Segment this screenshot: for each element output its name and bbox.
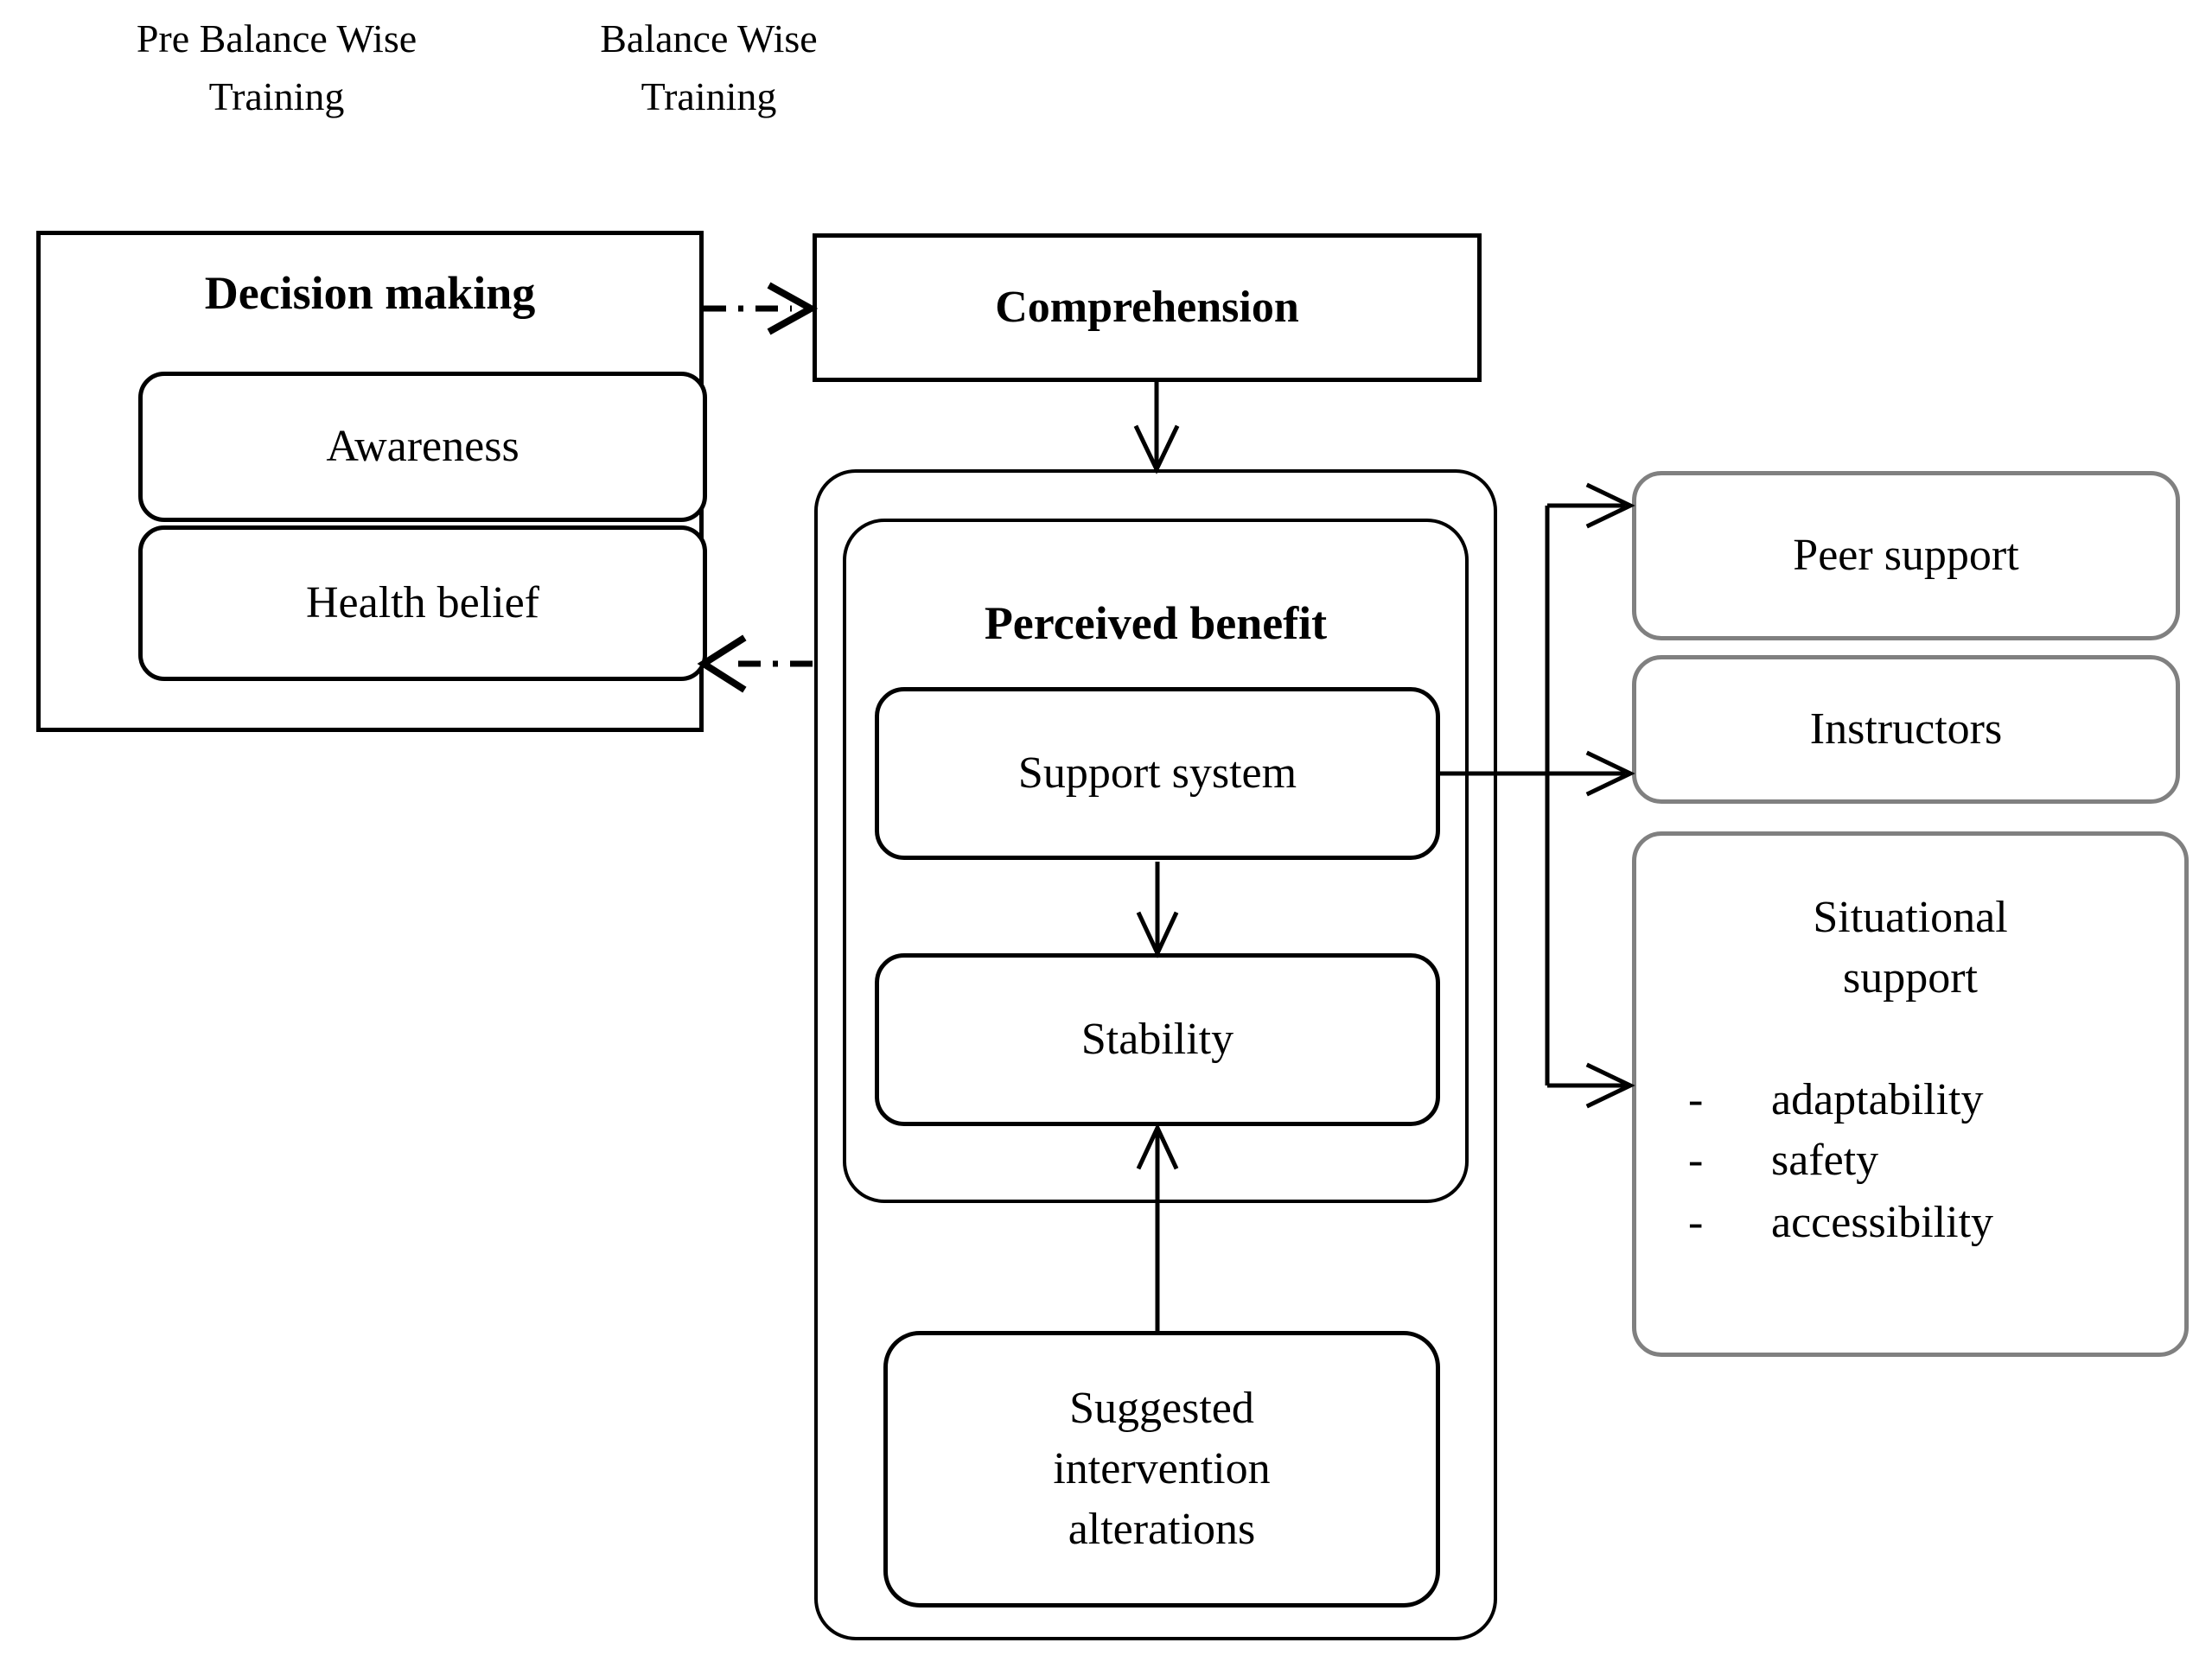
health-belief-label: Health belief bbox=[306, 577, 539, 627]
instructors-box[interactable]: Instructors bbox=[1632, 655, 2180, 804]
bullet-marker-icon: - bbox=[1688, 1198, 1704, 1247]
perceived-benefit-title: Perceived benefit bbox=[984, 597, 1328, 649]
decision-making-title: Decision making bbox=[204, 267, 536, 319]
column-heading-pre-training: Pre Balance Wise Training bbox=[136, 16, 418, 118]
suggested-intervention-alterations-box[interactable]: Suggested intervention alterations bbox=[883, 1331, 1440, 1608]
health-belief-box[interactable]: Health belief bbox=[138, 525, 707, 681]
stability-box[interactable]: Stability bbox=[875, 953, 1440, 1126]
decision-making-group: Decision making Awareness Health belief bbox=[36, 231, 707, 732]
bullet-marker-icon: - bbox=[1688, 1136, 1704, 1185]
situational-bullet-label: adaptability bbox=[1771, 1075, 1984, 1124]
bullet-marker-icon: - bbox=[1688, 1075, 1704, 1124]
awareness-box[interactable]: Awareness bbox=[138, 372, 707, 522]
comprehension-label: Comprehension bbox=[995, 282, 1299, 332]
peer-support-label: Peer support bbox=[1793, 530, 2019, 580]
arrow-perceived-benefit-to-health-belief bbox=[697, 634, 813, 693]
suggested-intervention-alterations-label: Suggested intervention alterations bbox=[1053, 1383, 1271, 1555]
support-system-label: Support system bbox=[1017, 748, 1297, 798]
column-heading-balance-wise-training: Balance Wise Training bbox=[600, 16, 818, 118]
situational-support-title: Situational support bbox=[1813, 893, 2008, 1003]
list-item: - safety bbox=[1688, 1138, 2172, 1183]
peer-support-box[interactable]: Peer support bbox=[1632, 471, 2180, 640]
situational-bullet-label: accessibility bbox=[1771, 1198, 1994, 1247]
situational-support-box[interactable]: Situational support - adaptability - saf… bbox=[1632, 831, 2189, 1357]
stability-label: Stability bbox=[1081, 1014, 1234, 1064]
support-system-box[interactable]: Support system bbox=[875, 687, 1440, 860]
awareness-label: Awareness bbox=[326, 421, 520, 471]
arrow-comprehension-to-perceived-benefit bbox=[1133, 382, 1180, 474]
arrow-decision-to-comprehension bbox=[704, 282, 819, 335]
situational-bullet-label: safety bbox=[1771, 1136, 1879, 1185]
comprehension-box[interactable]: Comprehension bbox=[813, 233, 1482, 382]
list-item: - accessibility bbox=[1688, 1200, 2172, 1245]
list-item: - adaptability bbox=[1688, 1078, 2172, 1123]
instructors-label: Instructors bbox=[1809, 703, 2003, 754]
